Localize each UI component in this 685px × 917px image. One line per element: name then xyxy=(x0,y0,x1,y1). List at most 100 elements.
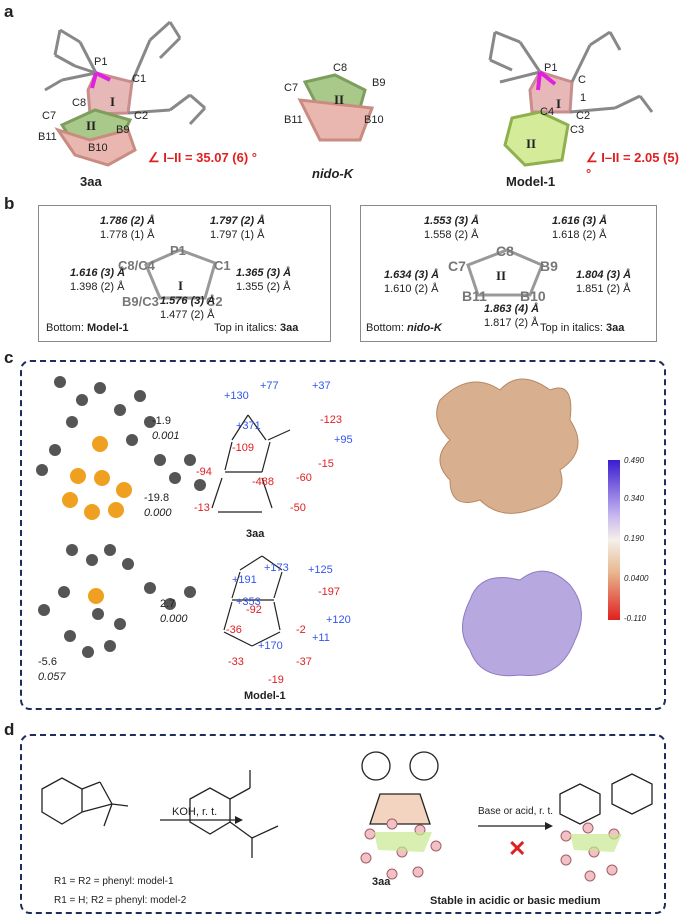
energy-value: -1.9 xyxy=(152,415,171,427)
panel-a-structures xyxy=(44,20,654,167)
bond-value: 1.616 (3) Å 1.618 (2) Å xyxy=(552,214,607,242)
footer-prefix: Bottom: xyxy=(46,322,87,334)
panel-b-label: b xyxy=(4,194,15,213)
atom-label: C8 xyxy=(333,62,348,74)
panel-a-label: a xyxy=(4,2,14,21)
atom-label: P1 xyxy=(170,243,186,258)
footer-right: Top in italics: 3aa xyxy=(214,322,298,334)
shift-value: +170 xyxy=(258,640,283,652)
atom-label: C8 xyxy=(496,243,514,259)
bond-value: 1.797 (2) Å 1.797 (1) Å xyxy=(210,214,265,242)
angle-3aa: ∠ I–II = 35.07 (6) ° xyxy=(148,150,257,165)
atom-label: C xyxy=(578,74,586,86)
shift-value: +120 xyxy=(326,614,351,626)
shift-value: -2 xyxy=(296,624,306,636)
atom-label: C3 xyxy=(570,124,585,136)
energy-value: 0.057 xyxy=(38,671,66,683)
atom-label: C7 xyxy=(42,110,57,122)
atom-label: B9 xyxy=(372,77,386,89)
shift-value: -60 xyxy=(296,472,312,484)
ring-label: I xyxy=(110,94,116,109)
bond-value: 1.576 (3) Å 1.477 (2) Å xyxy=(160,294,215,322)
bond-value-top: 1.365 (3) Å xyxy=(236,267,292,279)
shift-value: -15 xyxy=(318,458,334,470)
footer-bold: Model-1 xyxy=(86,322,129,334)
atom-label: C1 xyxy=(132,73,147,85)
shift-value: -109 xyxy=(232,442,255,454)
mol-name-model-1: Model-1 xyxy=(506,174,556,189)
esp-surface-model-1 xyxy=(462,570,582,677)
panel-c-label: c xyxy=(4,348,14,367)
atom-label: B11 xyxy=(284,114,303,126)
footer-bold: 3aa xyxy=(606,322,625,334)
energy-value: -19.8 xyxy=(144,492,170,504)
shift-value: -13 xyxy=(194,502,210,514)
atom-label: C2 xyxy=(134,110,149,122)
atom-label: C7 xyxy=(448,258,466,274)
footer-prefix: Top in italics: xyxy=(214,322,281,334)
bond-value-bottom: 1.817 (2) Å xyxy=(484,317,539,329)
bond-value-top: 1.616 (3) Å xyxy=(552,215,608,227)
atom-label: B9/C3 xyxy=(122,294,159,309)
shift-value: -36 xyxy=(226,624,242,636)
atom-label: P1 xyxy=(544,62,558,74)
shift-value: +371 xyxy=(236,420,261,432)
ring-label: I xyxy=(556,96,562,111)
bond-value-bottom: 1.610 (2) Å xyxy=(384,283,439,295)
atom-label: C7 xyxy=(284,82,299,94)
bond-value: 1.616 (3) Å 1.398 (2) Å xyxy=(70,266,125,294)
shift-value: -197 xyxy=(318,586,341,598)
shift-value: -19 xyxy=(268,674,284,686)
atom-label: B10 xyxy=(364,114,384,126)
colorbar-tick: 0.490 xyxy=(624,456,645,465)
ring-label: II xyxy=(496,268,507,283)
bond-value: 1.553 (3) Å 1.558 (2) Å xyxy=(424,214,479,242)
ring-label: II xyxy=(526,136,537,151)
mol-3aa xyxy=(44,20,207,167)
shift-value: +77 xyxy=(260,380,279,392)
panel-d-label: d xyxy=(4,720,15,739)
shift-value: +125 xyxy=(308,564,333,576)
bond-value-bottom: 1.398 (2) Å xyxy=(70,281,125,293)
footer-prefix: Bottom: xyxy=(366,322,407,334)
bond-value: 1.804 (3) Å 1.851 (2) Å xyxy=(576,268,631,296)
compound-label-3aa: 3aa xyxy=(372,876,391,888)
atom-label: B10 xyxy=(520,288,546,304)
mol-nido-k xyxy=(297,73,375,142)
bond-value: 1.863 (4) Å 1.817 (2) Å xyxy=(484,302,539,330)
shift-value: -92 xyxy=(246,604,262,616)
bond-value-bottom: 1.558 (2) Å xyxy=(424,229,479,241)
bond-value-bottom: 1.797 (1) Å xyxy=(210,229,265,241)
atom-label: B9 xyxy=(540,258,558,274)
scheme-3aa xyxy=(211,414,291,513)
reagent-2: Base or acid, r. t. xyxy=(478,806,554,817)
atom-label: C8 xyxy=(72,97,87,109)
ring-label: II xyxy=(86,118,97,133)
legend-2: R1 = H; R2 = phenyl: model-2 xyxy=(54,895,187,906)
energy-value: -5.6 xyxy=(38,656,57,668)
ball-stick-3aa xyxy=(36,376,206,491)
shift-value: -33 xyxy=(228,656,244,668)
footer-bold: nido-K xyxy=(406,322,442,334)
colorbar-tick: 0.0400 xyxy=(624,574,649,583)
shift-value: -123 xyxy=(320,414,343,426)
atom-label: B9 xyxy=(116,124,130,136)
shift-value: +173 xyxy=(264,562,289,574)
panel-d-frame xyxy=(20,734,666,914)
energy-value: 2.7 xyxy=(160,598,176,610)
footer-right: Top in italics: 3aa xyxy=(540,322,624,334)
shift-value: +37 xyxy=(312,380,331,392)
footer-left: Bottom: nido-K xyxy=(366,322,442,334)
reagent-1: KOH, r. t. xyxy=(172,806,218,818)
legend-1: R1 = R2 = phenyl: model-1 xyxy=(54,876,174,887)
atom-label: C8/C4 xyxy=(118,258,155,273)
colorbar-tick: -0.110 xyxy=(624,614,647,623)
angle-model-1: ∠ I–II = 2.05 (5) ° xyxy=(586,150,679,181)
atom-label: C4 xyxy=(540,106,555,118)
ring-diagrams xyxy=(144,248,544,300)
stable-text: Stable in acidic or basic medium xyxy=(430,895,601,907)
esp-surface-3aa xyxy=(436,378,579,514)
atom-label: 1 xyxy=(580,92,587,104)
shift-value: -50 xyxy=(290,502,306,514)
bond-table-left xyxy=(38,205,331,342)
